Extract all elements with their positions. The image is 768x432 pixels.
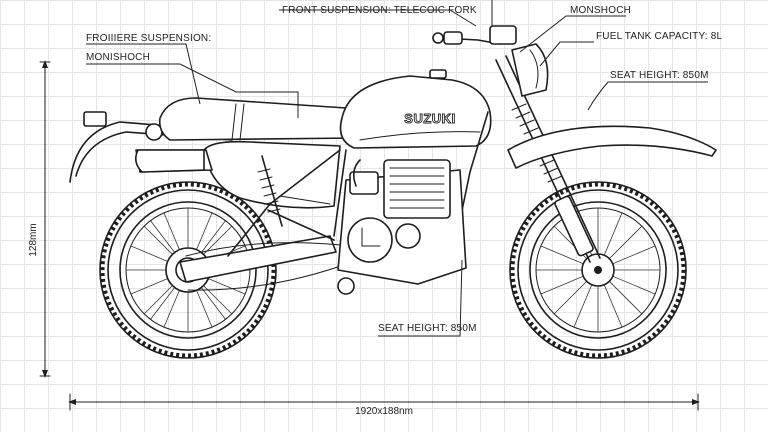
front-suspension-label: FRONT SUSPENSION: TELECOIC FORK [282,5,477,16]
height-dimension: 128mm [28,60,51,378]
engine [337,159,467,295]
exhaust [134,149,205,173]
rear-suspension-label: FROIIIERE SUSPENSION: [86,33,211,44]
rear-shock [257,155,283,227]
fuel-tank-label: FUEL TANK CAPACITY: 8L [596,31,723,42]
seat-height-top-label: SEAT HEIGHT: 850M [610,70,709,81]
handlebar [432,25,549,97]
front-wheel [509,181,687,359]
brand-logo-text: SUZUKI [404,111,455,126]
monoshock-right-label: MONSHOCH [570,5,631,16]
front-fender [507,125,717,169]
rear-fender [69,111,241,183]
leader-lines [86,0,708,337]
fuel-tank: SUZUKI [339,69,492,149]
height-dimension-label: 128mm [28,223,39,256]
monoshock-left-label: MONISHOCH [86,52,150,63]
seat-height-mid-label: SEAT HEIGHT: 850M [378,323,477,334]
length-dimension: 1920x188nm [68,393,700,417]
length-dimension-label: 1920x188nm [355,406,413,417]
seat [158,97,363,141]
